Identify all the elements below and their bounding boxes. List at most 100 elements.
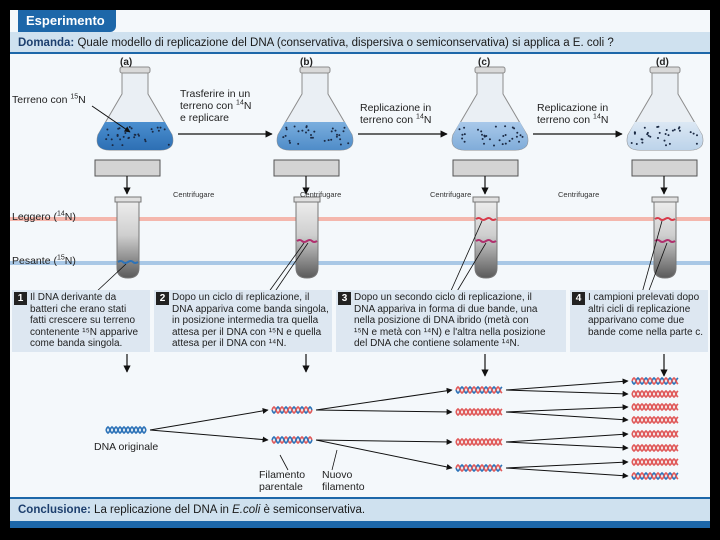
bacterium-dot	[695, 142, 698, 145]
dna-helix	[631, 389, 679, 399]
experiment-figure: Esperimento Domanda: Quale modello di re…	[10, 10, 710, 528]
bacterium-dot	[521, 135, 524, 138]
centrifuge-label-c: Centrifugare	[430, 190, 472, 199]
bacterium-dot	[293, 125, 296, 128]
transfer-instruction: Trasferire in un terreno con 14N e repli…	[180, 88, 252, 124]
bacterium-dot	[342, 130, 345, 133]
bacterium-dot	[347, 142, 350, 145]
bacterium-dot	[516, 131, 519, 134]
bacterium-dot	[458, 128, 461, 131]
bacterium-dot	[461, 137, 464, 140]
bacterium-dot	[641, 141, 644, 144]
replication-arrow	[505, 411, 629, 423]
bacterium-dot	[110, 138, 113, 141]
replication-arrow	[505, 431, 629, 443]
replication-arrow	[149, 429, 269, 443]
dna-helix	[271, 405, 313, 415]
bacterium-dot	[133, 136, 136, 139]
bacterium-dot	[657, 125, 660, 128]
bacterium-dot	[480, 130, 483, 133]
dna-helix	[455, 407, 503, 417]
flask-a	[96, 66, 174, 151]
bacterium-dot	[150, 128, 153, 131]
bacterium-dot	[677, 127, 680, 130]
dna-helix	[455, 385, 503, 395]
dna-helix	[631, 443, 679, 453]
bacterium-dot	[128, 126, 131, 128]
replication-arrow	[315, 439, 453, 470]
replication-instruction-b-c: Replicazione in terreno con 14N	[360, 102, 432, 126]
dna-helix	[105, 425, 147, 435]
bacterium-dot	[335, 135, 338, 138]
replication-arrow	[505, 441, 629, 451]
replication-arrow	[149, 407, 269, 431]
bacterium-dot	[692, 132, 695, 135]
flask-c	[451, 66, 529, 151]
bacterium-dot	[122, 135, 125, 138]
bacterium-dot	[282, 136, 285, 139]
bacterium-dot	[501, 143, 504, 146]
bacterium-dot	[508, 140, 511, 142]
bacterium-dot	[630, 142, 633, 144]
bacterium-dot	[483, 135, 486, 138]
heavy-band-line	[10, 261, 710, 265]
bacterium-dot	[678, 129, 681, 132]
diagram-graphics	[10, 66, 710, 481]
bacterium-dot	[106, 128, 109, 131]
bacterium-dot	[463, 140, 466, 143]
bacterium-dot	[663, 139, 666, 142]
bacterium-dot	[633, 132, 636, 135]
bacterium-dot	[513, 127, 516, 130]
dna-helix	[271, 435, 313, 445]
bacterium-dot	[488, 138, 491, 141]
bacterium-dot	[116, 134, 119, 137]
bacterium-dot	[671, 129, 674, 132]
bacterium-dot	[156, 126, 159, 129]
bacterium-dot	[338, 134, 341, 137]
replication-arrow	[505, 389, 629, 397]
dna-original-label: DNA originale	[94, 441, 159, 453]
bacterium-dot	[105, 138, 108, 141]
dna-helix	[631, 457, 679, 467]
heavy-band-label: Pesante (15N)	[12, 254, 76, 268]
dna-helix	[631, 415, 679, 425]
panel-label-b: (b)	[300, 57, 313, 68]
bacterium-dot	[334, 129, 337, 132]
bacterium-dot	[323, 139, 326, 142]
bacterium-dot	[305, 126, 308, 129]
bacterium-dot	[515, 135, 518, 138]
bacterium-dot	[305, 131, 307, 134]
dna-helix	[631, 429, 679, 439]
bacterium-dot	[159, 126, 162, 129]
bacterium-dot	[297, 130, 300, 133]
bacterium-dot	[330, 138, 333, 141]
bacterium-dot	[124, 132, 127, 134]
step-2-number: 2	[156, 292, 169, 305]
bacterium-dot	[343, 126, 346, 129]
bacterium-dot	[330, 130, 333, 133]
replication-arrow	[505, 459, 629, 469]
step-1-number: 1	[14, 292, 27, 305]
bacterium-dot	[107, 134, 110, 136]
question-text: Quale modello di replicazione del DNA (c…	[77, 37, 614, 49]
bacterium-dot	[137, 133, 140, 136]
bacterium-dot	[647, 134, 650, 137]
bacterium-dot	[310, 136, 313, 139]
bacterium-dot	[130, 127, 133, 130]
bacterium-dot	[288, 139, 291, 142]
bacterium-dot	[289, 141, 291, 144]
replication-arrow	[315, 408, 453, 415]
step-4-number: 4	[572, 292, 585, 305]
conclusion-text-start: La replicazione del DNA in	[94, 504, 233, 516]
bacterium-dot	[117, 127, 120, 130]
replication-arrow	[505, 404, 629, 413]
dna-helix	[631, 376, 679, 386]
bacterium-dot	[310, 134, 312, 136]
bacterium-dot	[519, 134, 522, 137]
flask-d	[626, 66, 704, 151]
centrifuge-boxes	[94, 159, 698, 177]
bacterium-dot	[151, 130, 154, 133]
bacterium-dot	[504, 134, 507, 136]
bacterium-dot	[119, 138, 122, 141]
